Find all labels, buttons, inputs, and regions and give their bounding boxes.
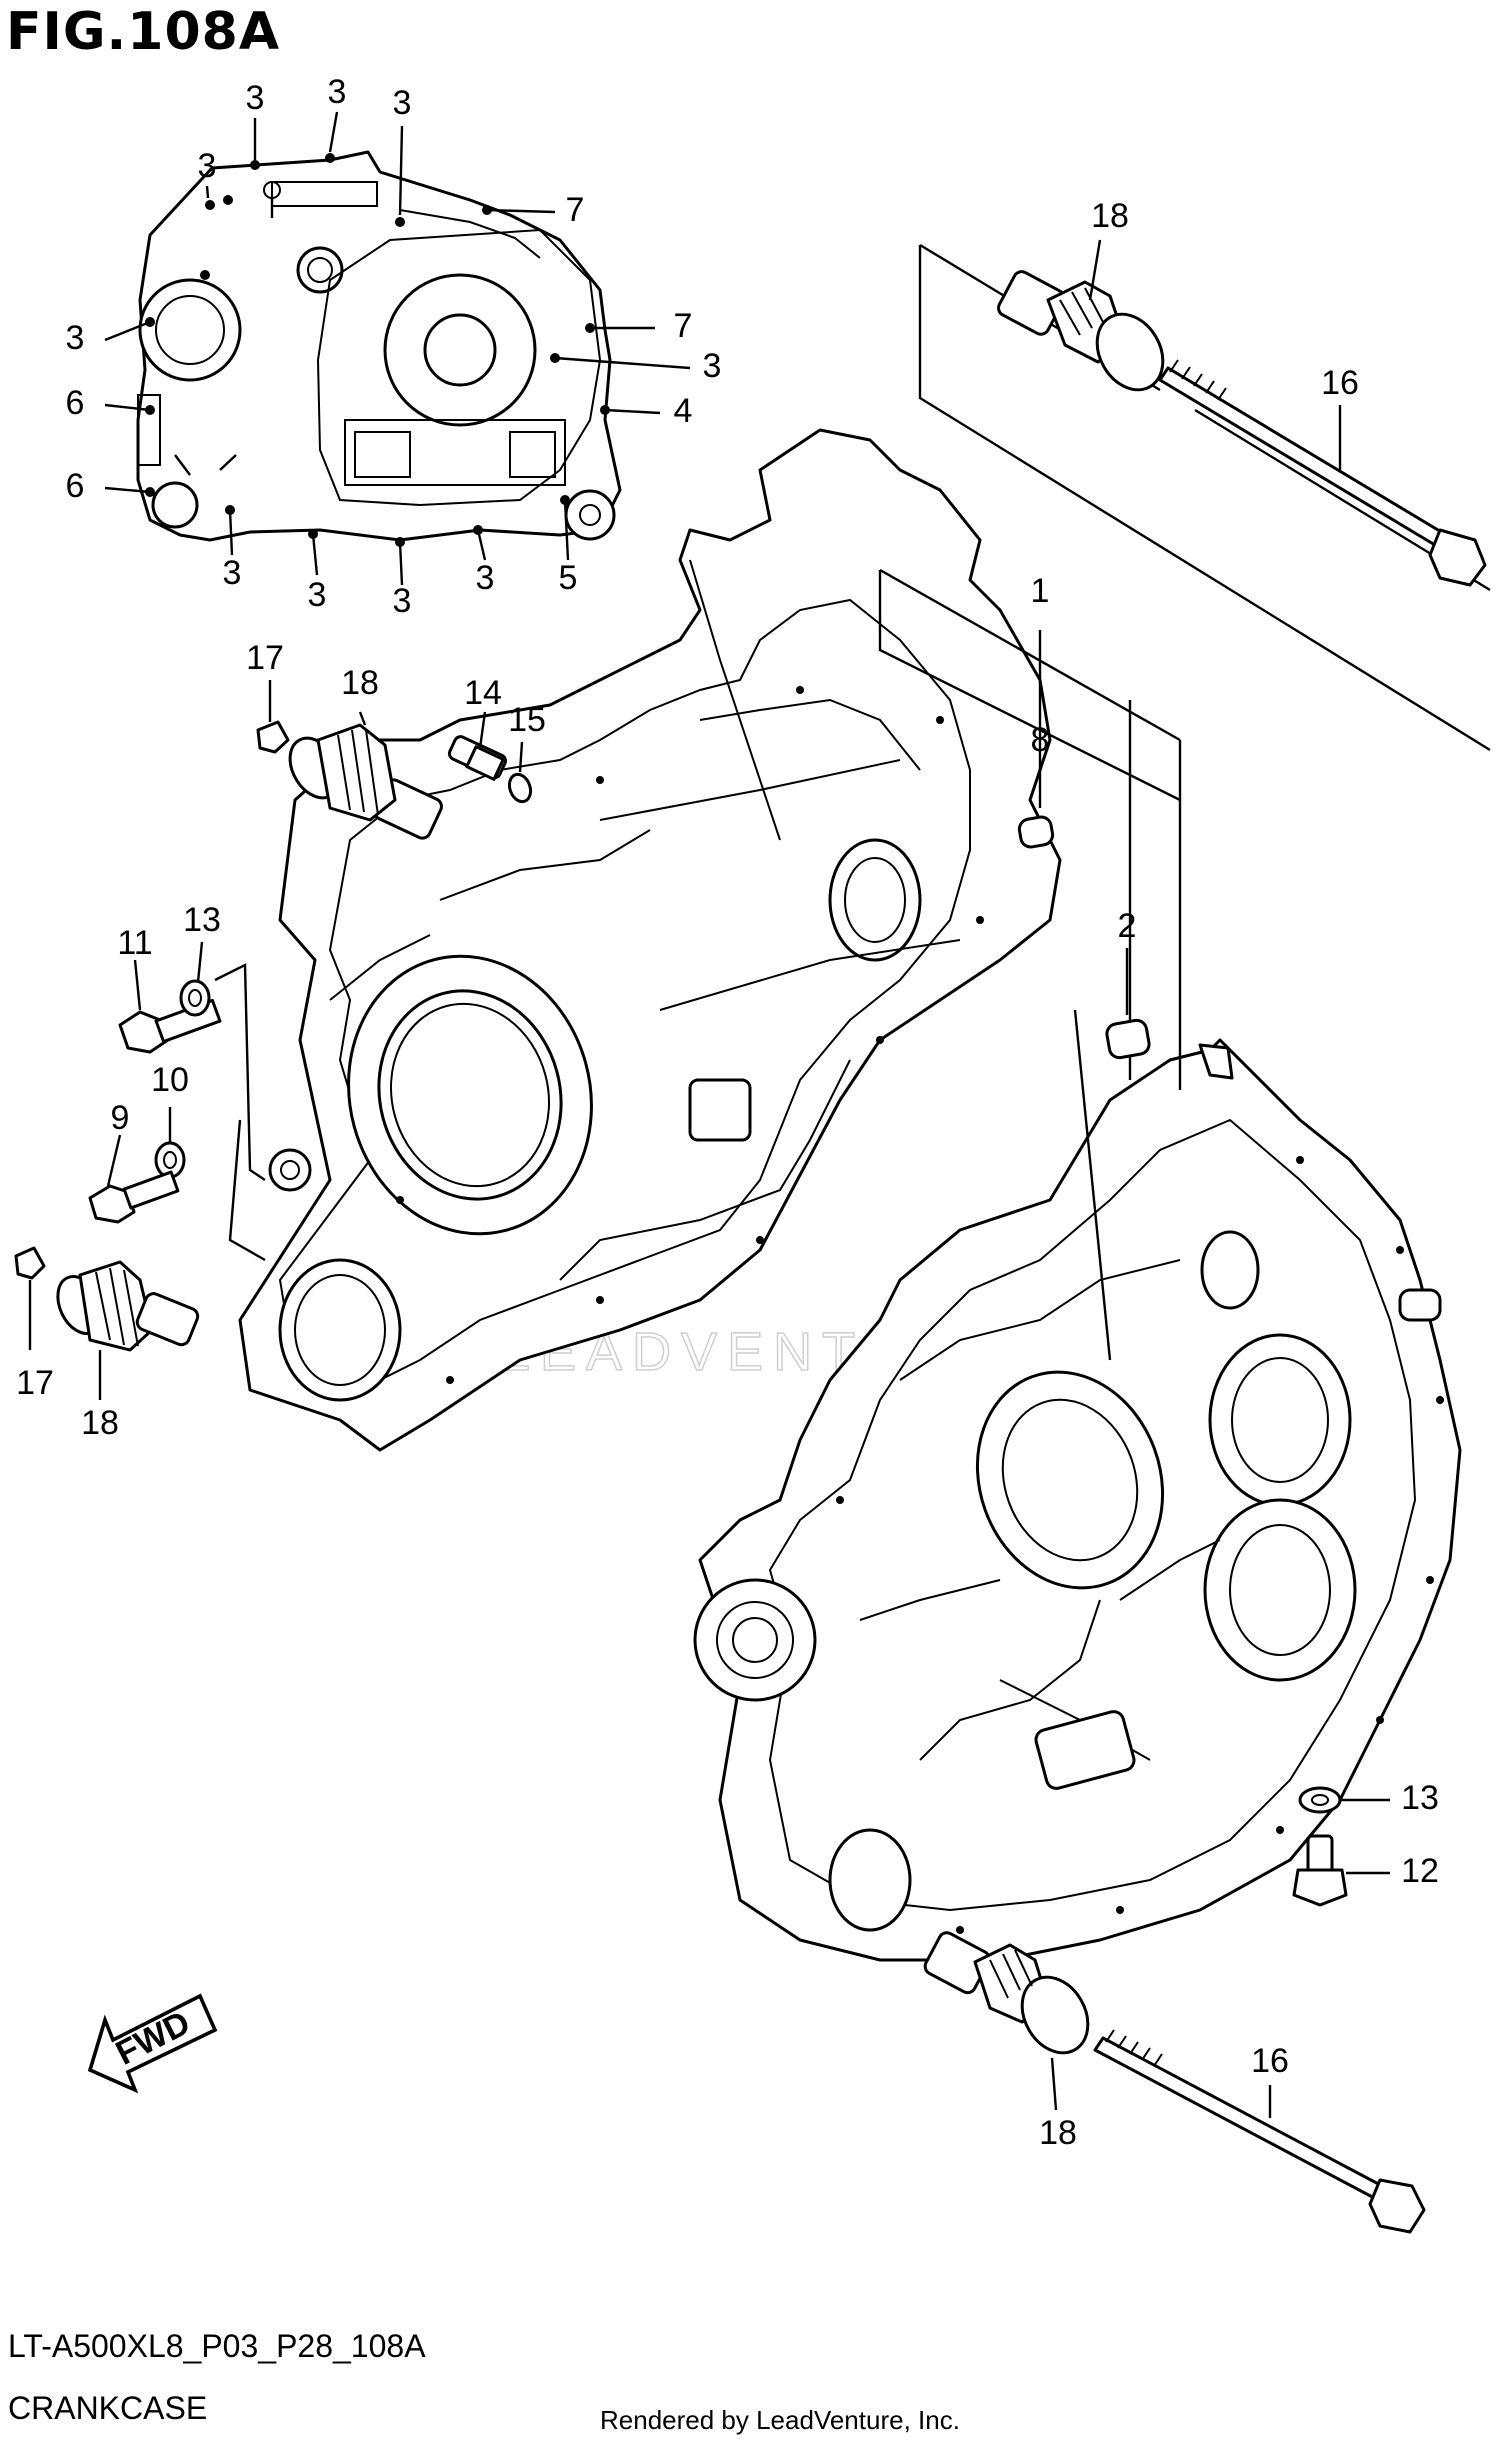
dowel-frame-lines xyxy=(878,568,1182,1361)
plug-17-lower xyxy=(14,1246,46,1350)
callout-label: 17 xyxy=(16,1364,54,1402)
callout-label: 6 xyxy=(66,384,85,422)
figure-title: FIG.108A xyxy=(6,2,281,62)
callout-label: 18 xyxy=(81,1404,119,1442)
callout-labels: 3 3 3 3 7 3 7 3 6 4 6 3 3 3 3 5 18 16 1 … xyxy=(16,73,1439,2152)
callout-label: 3 xyxy=(703,347,722,385)
bolt-16-lower xyxy=(1093,2029,1426,2234)
callout-label: 7 xyxy=(566,191,585,229)
callout-label: 12 xyxy=(1401,1852,1439,1890)
callout-label: 3 xyxy=(393,84,412,122)
callout-label: 14 xyxy=(464,674,502,712)
callout-label: 3 xyxy=(308,576,327,614)
dowel-pin-2 xyxy=(1105,948,1151,1060)
callout-label: 18 xyxy=(341,664,379,702)
bolt-9 xyxy=(88,1134,180,1224)
bolt-14 xyxy=(447,711,507,781)
callout-label: 18 xyxy=(1039,2114,1077,2152)
callout-label: 15 xyxy=(508,701,546,739)
callout-label: 2 xyxy=(1118,907,1137,945)
callout-label: 3 xyxy=(223,554,242,592)
callout-label: 3 xyxy=(476,559,495,597)
callout-label: 11 xyxy=(117,924,152,962)
bolt-16-upper xyxy=(1158,359,1487,587)
callout-label: 9 xyxy=(111,1099,130,1137)
fwd-arrow-icon: FWD xyxy=(87,1993,218,2094)
washer-10 xyxy=(154,1107,186,1179)
inset-crankcase-right-half xyxy=(136,150,622,547)
washer-13-left xyxy=(179,941,211,1017)
washer-13-right xyxy=(1298,1786,1390,1814)
upper-right-leaders xyxy=(1088,239,1342,470)
callout-label: 3 xyxy=(328,73,347,111)
assembly-name: CRANKCASE xyxy=(8,2390,208,2426)
callout-label: 5 xyxy=(559,559,578,597)
seal-18-upper-left xyxy=(288,711,443,840)
callout-label: 3 xyxy=(393,582,412,620)
washer-15 xyxy=(507,741,533,804)
seal-18-lower-left xyxy=(56,1260,200,1400)
render-credit: Rendered by LeadVenture, Inc. xyxy=(600,2405,960,2435)
callout-label: 3 xyxy=(246,79,265,117)
crankcase-right-half xyxy=(693,1038,1462,1962)
callout-label: 3 xyxy=(66,319,85,357)
callout-label: 13 xyxy=(183,901,221,939)
callout-label: 13 xyxy=(1401,1779,1439,1817)
callout-label: 18 xyxy=(1091,197,1129,235)
fwd-label: FWD xyxy=(110,2004,196,2073)
callout-label: 17 xyxy=(246,639,284,677)
callout-label: 16 xyxy=(1321,364,1359,402)
dowel-pin-8 xyxy=(1017,630,1055,849)
model-code: LT-A500XL8_P03_P28_108A xyxy=(8,2328,426,2364)
plug-17-upper xyxy=(256,680,290,754)
inset-leader-lines xyxy=(104,111,691,586)
lower-left-frame-lines xyxy=(214,963,266,1262)
oil-seal-upper xyxy=(997,270,1165,392)
oil-seal-lower xyxy=(923,1931,1090,2111)
callout-label: 7 xyxy=(674,307,693,345)
callout-label: 8 xyxy=(1031,721,1050,759)
callout-label: 16 xyxy=(1251,2042,1289,2080)
callout-label: 10 xyxy=(151,1061,189,1099)
callout-label: 3 xyxy=(198,147,217,185)
callout-label: 4 xyxy=(674,392,693,430)
crankcase-left-half xyxy=(238,428,1062,1452)
callout-label: 6 xyxy=(66,467,85,505)
bolt-12 xyxy=(1292,1834,1390,1907)
callout-label: 1 xyxy=(1031,572,1050,610)
